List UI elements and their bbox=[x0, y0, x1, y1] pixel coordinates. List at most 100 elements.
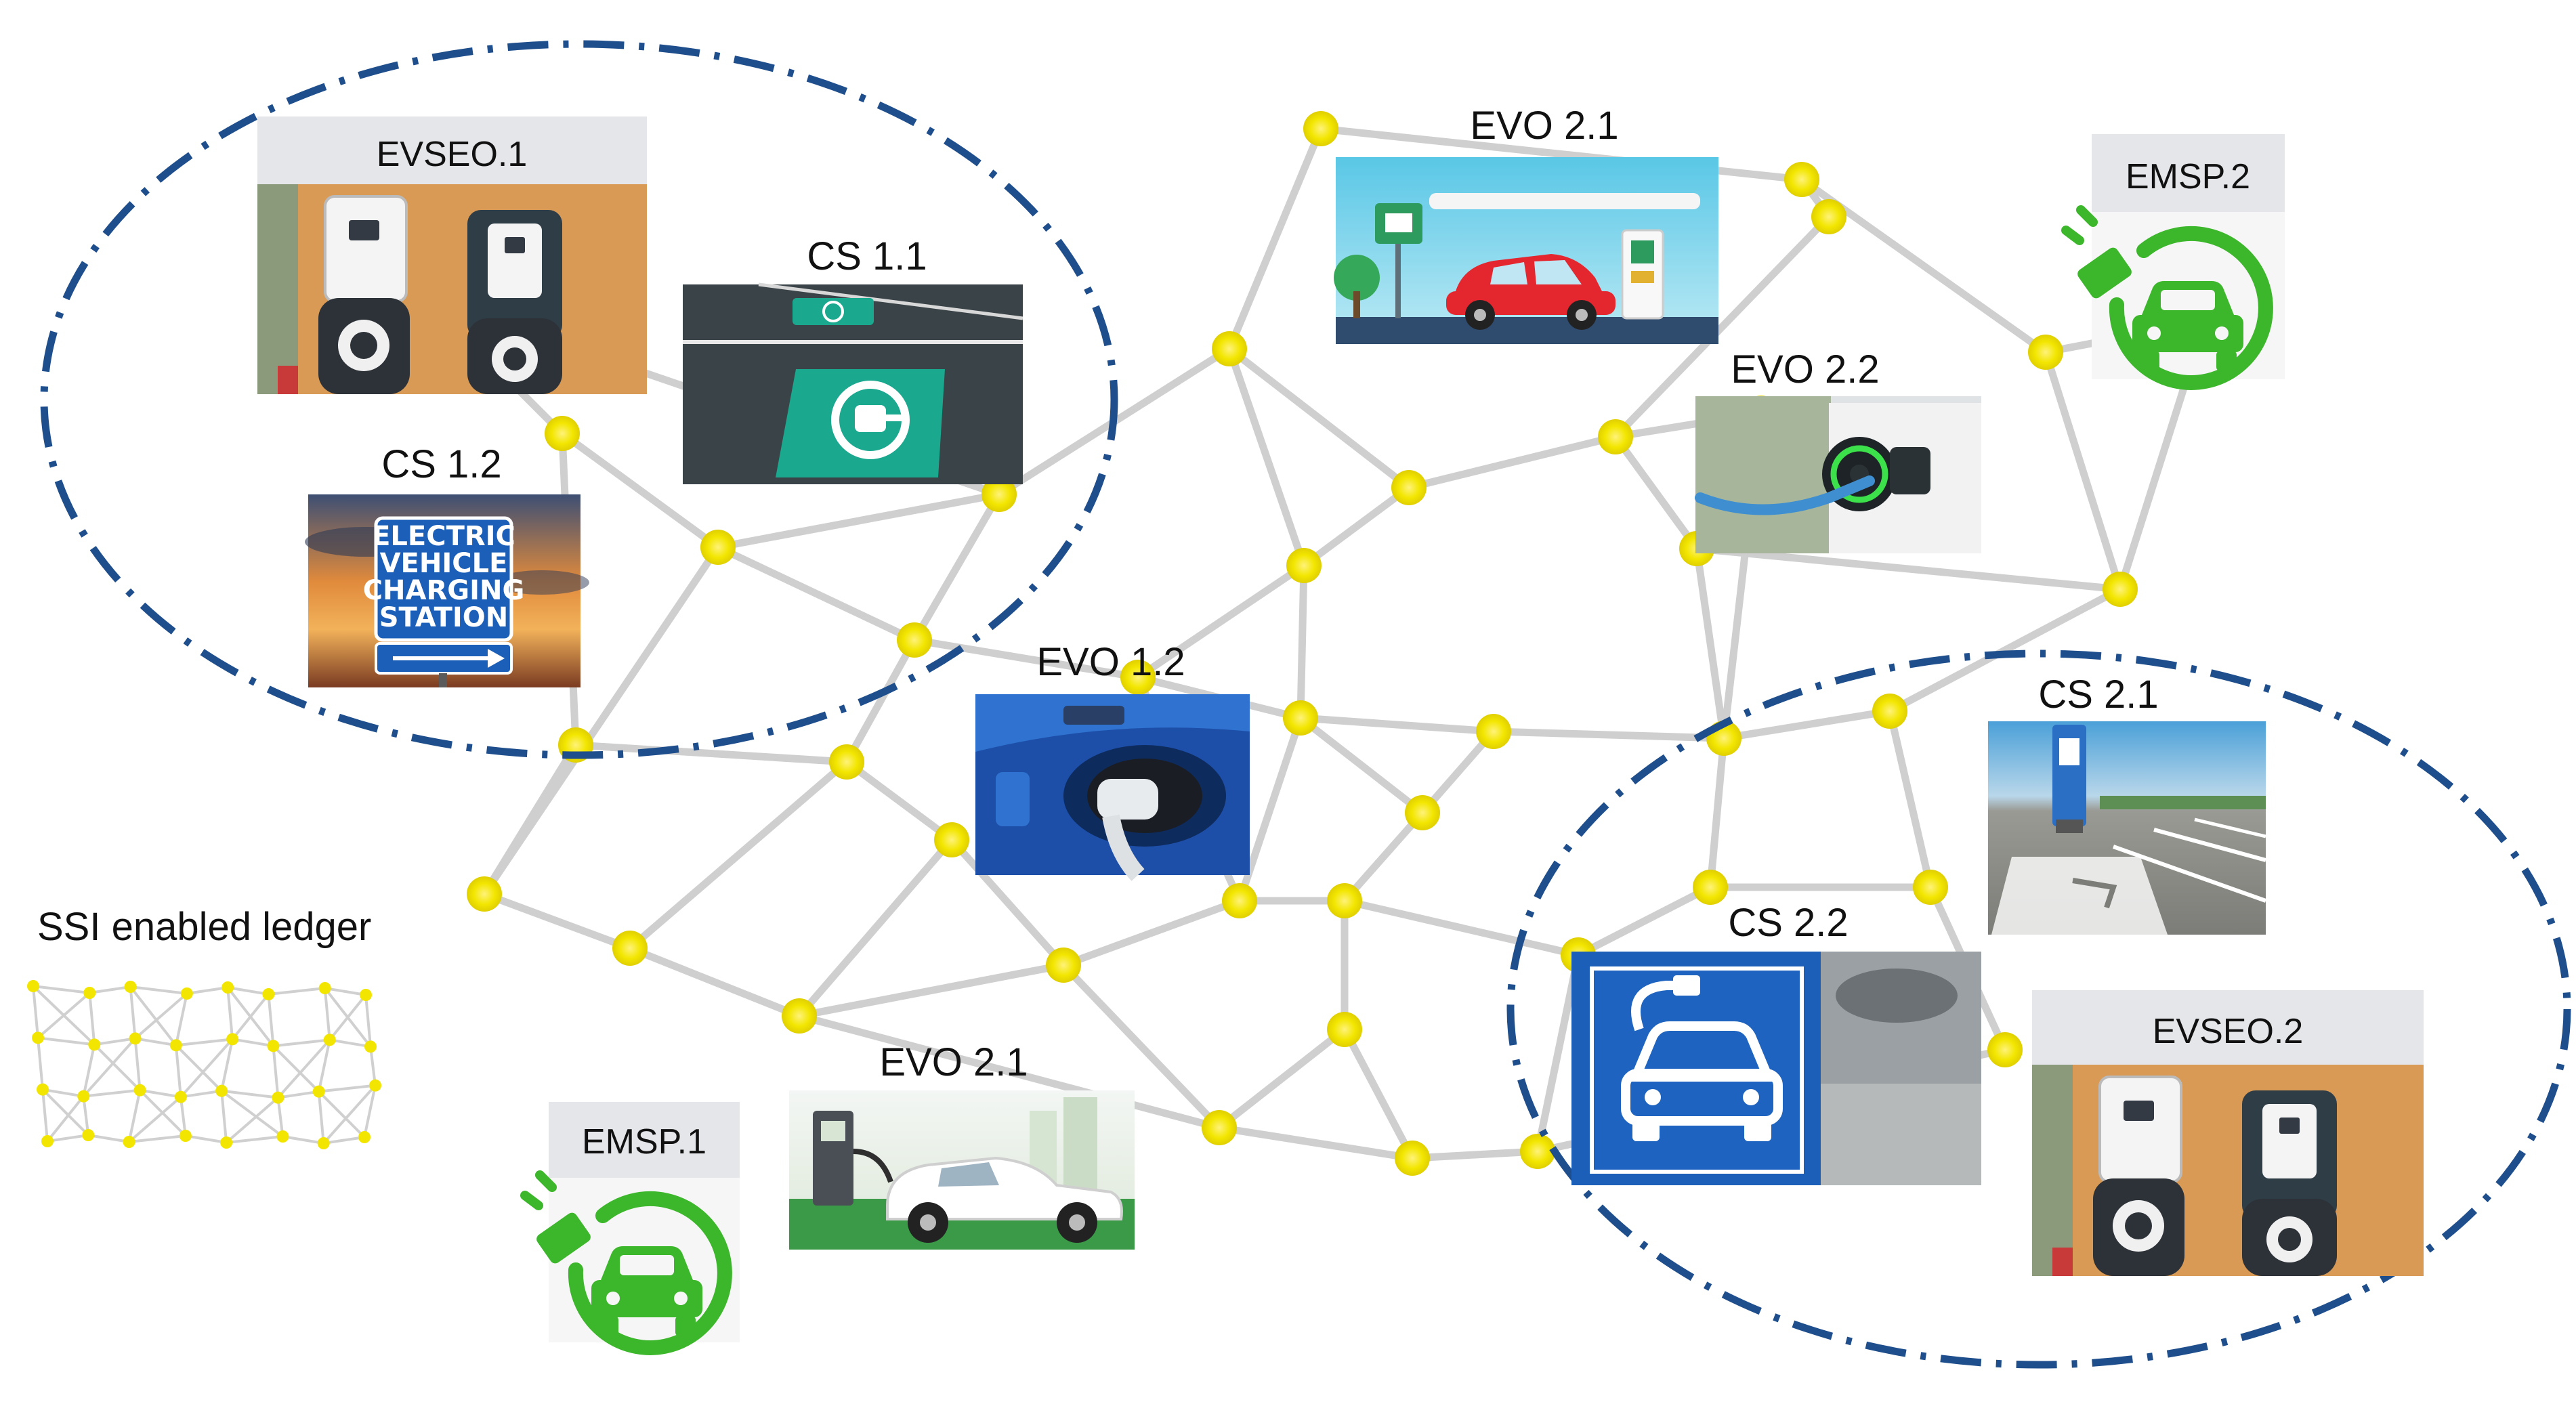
ledger-edge bbox=[572, 741, 851, 766]
mini-ledger-edge bbox=[220, 1090, 228, 1143]
mini-ledger-edge bbox=[129, 985, 177, 1046]
mini-ledger-edge bbox=[272, 1046, 280, 1098]
mini-ledger-edge bbox=[174, 993, 188, 1046]
mini-ledger-edge bbox=[220, 1090, 284, 1138]
ledger-node bbox=[1693, 870, 1728, 905]
mini-ledger-node bbox=[37, 1083, 49, 1096]
mini-ledger-edge bbox=[278, 1090, 320, 1099]
ledger-edge bbox=[948, 836, 1068, 969]
mini-ledger-edge bbox=[179, 1097, 187, 1136]
ev-plug-car-icon bbox=[2061, 205, 2273, 390]
mini-ledger-edge bbox=[88, 992, 96, 1045]
mini-ledger-edge bbox=[37, 1038, 44, 1090]
mini-ledger-edge bbox=[221, 1089, 278, 1099]
mini-ledger-node bbox=[360, 989, 372, 1001]
ledger-edge bbox=[1059, 897, 1244, 969]
mini-ledger-edge bbox=[369, 1046, 377, 1086]
mini-ledger-edge bbox=[82, 1038, 137, 1097]
mini-ledger-edge bbox=[180, 1089, 222, 1099]
ledger-node bbox=[467, 876, 502, 912]
ledger-node bbox=[1913, 870, 1948, 905]
ledger-node bbox=[545, 416, 580, 451]
ledger-edge bbox=[1225, 345, 1413, 492]
evo12-label: EVO 1.2 bbox=[1036, 640, 1185, 684]
mini-ledger-edge bbox=[226, 987, 234, 1040]
mini-ledger-edge bbox=[82, 1044, 96, 1097]
ledger-edge bbox=[1296, 714, 1498, 736]
evseo1-label: EVSEO.1 bbox=[377, 135, 528, 174]
ledger-edge bbox=[1720, 707, 1894, 742]
evseo1-card: EVSEO.1 bbox=[257, 116, 647, 394]
ledger-node bbox=[700, 530, 736, 565]
mini-ledger-edge bbox=[134, 992, 188, 1040]
mini-ledger-edge bbox=[273, 1038, 330, 1048]
ledger-node bbox=[1286, 548, 1322, 583]
ledger-edge bbox=[558, 429, 722, 551]
ledger-edge bbox=[1611, 433, 1701, 553]
mini-ledger-node bbox=[358, 1131, 371, 1143]
legend-mini-ledger-icon bbox=[27, 980, 381, 1149]
ledger-node bbox=[1520, 1134, 1555, 1169]
mini-ledger-edge bbox=[47, 1134, 89, 1143]
ledger-edge bbox=[843, 636, 919, 766]
emsp2-card: EMSP.2 bbox=[2061, 134, 2285, 390]
cs12-label: CS 1.2 bbox=[381, 442, 501, 486]
mini-ledger-node bbox=[317, 1137, 330, 1149]
white-car-charging-illustration bbox=[789, 1090, 1135, 1250]
ledger-edge bbox=[1215, 1124, 1416, 1162]
ledger-edge bbox=[1317, 125, 1806, 184]
wall-charger-photo bbox=[257, 184, 647, 394]
mini-ledger-edge bbox=[318, 1084, 376, 1093]
mini-ledger-node bbox=[129, 1032, 142, 1045]
ledger-node bbox=[1872, 694, 1907, 729]
evo21-bottom-label: EVO 2.1 bbox=[879, 1040, 1028, 1084]
ledger-edge bbox=[626, 758, 851, 952]
mini-ledger-edge bbox=[42, 1088, 84, 1098]
ledger-node bbox=[782, 998, 817, 1034]
mini-ledger-edge bbox=[323, 987, 331, 1040]
mini-ledger-edge bbox=[231, 993, 270, 1040]
ledger-node bbox=[1476, 714, 1511, 749]
mini-ledger-edge bbox=[276, 1097, 284, 1137]
mini-ledger-node bbox=[82, 1129, 95, 1141]
mini-ledger-node bbox=[124, 981, 137, 993]
mini-ledger-node bbox=[41, 1135, 54, 1147]
ledger-edge bbox=[1225, 345, 1308, 570]
mini-ledger-edge bbox=[364, 994, 372, 1047]
blue-car-charging-port-photo bbox=[975, 694, 1250, 881]
ledger-edge bbox=[2042, 348, 2124, 593]
ledger-node bbox=[1987, 1032, 2023, 1067]
mini-ledger-edge bbox=[93, 1037, 135, 1046]
evo21-top-card: EVO 2.1 bbox=[1334, 104, 1718, 344]
evo22-card: EVO 2.2 bbox=[1695, 347, 1981, 553]
ledger-edge bbox=[1340, 897, 1582, 959]
ledger-node bbox=[1202, 1110, 1237, 1145]
mini-ledger-edge bbox=[37, 992, 91, 1039]
cs11-card: CS 1.1 bbox=[683, 234, 1023, 484]
mini-ledger-node bbox=[369, 1079, 381, 1092]
ledger-edge bbox=[1340, 809, 1427, 905]
ledger-edge bbox=[1408, 1147, 1542, 1162]
mini-ledger-node bbox=[226, 1033, 239, 1046]
mini-ledger-edge bbox=[227, 986, 269, 996]
ledger-edge bbox=[795, 961, 1068, 1020]
mini-ledger-edge bbox=[185, 1134, 227, 1144]
ledger-edge bbox=[1418, 727, 1498, 817]
ledger-node bbox=[1046, 948, 1081, 983]
ledger-edge bbox=[1611, 213, 1833, 441]
ledger-edge bbox=[1886, 585, 2124, 715]
group-1-boundary bbox=[40, 40, 1118, 759]
ledger-node bbox=[934, 822, 969, 857]
ledger-edge bbox=[910, 490, 1003, 644]
ledger-node bbox=[1405, 795, 1440, 830]
sign-line-4: STATION bbox=[379, 602, 509, 633]
ledger-edge bbox=[1134, 561, 1308, 681]
ledger-edge bbox=[1059, 961, 1223, 1132]
ledger-node bbox=[1283, 700, 1318, 736]
mini-ledger-edge bbox=[41, 1088, 89, 1136]
ledger-edge bbox=[1215, 1025, 1349, 1132]
mini-ledger-node bbox=[180, 987, 193, 1000]
mini-ledger-edge bbox=[220, 1038, 234, 1092]
mini-ledger-edge bbox=[317, 1091, 325, 1144]
